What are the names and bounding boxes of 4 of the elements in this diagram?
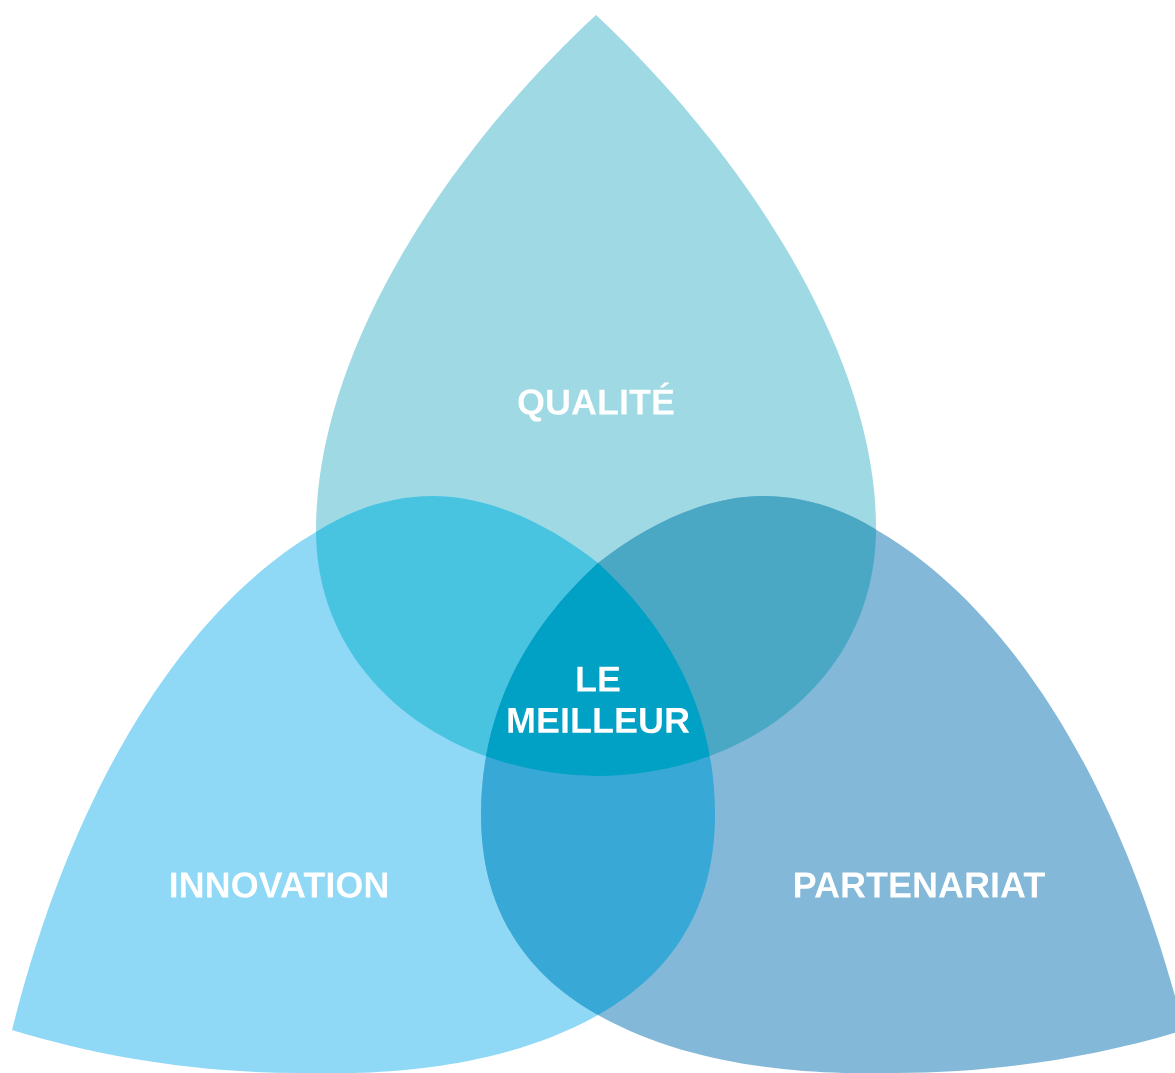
- region-label: PARTENARIAT: [795, 872, 1045, 898]
- region-label: QUALITÉ: [518, 382, 674, 422]
- region-label: INNOVATION: [171, 872, 387, 898]
- region-label: LE MEILLEUR: [508, 666, 690, 734]
